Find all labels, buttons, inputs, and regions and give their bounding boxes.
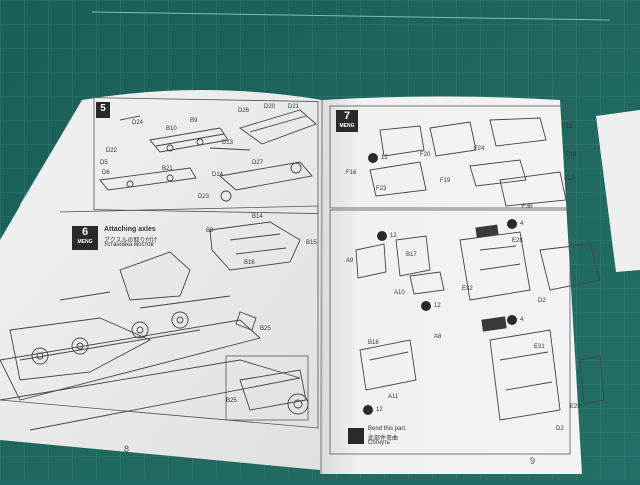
spine	[320, 99, 323, 475]
part-label: E31	[534, 344, 545, 350]
step6-brand: MENG	[77, 239, 93, 245]
bend-caption: Bend this part.	[368, 426, 407, 432]
right-page	[320, 96, 582, 474]
step7-number: 7	[343, 110, 351, 122]
step7-badge	[336, 110, 358, 132]
part-label: F36	[522, 204, 533, 210]
bend-caption-jp: 此部件弯曲	[368, 436, 399, 442]
bend-caption-ru: Согнуть	[368, 440, 391, 446]
part-label: D5	[100, 160, 108, 166]
qty-label: 12	[434, 303, 441, 309]
bend-icon	[348, 428, 364, 444]
part-label: B17	[406, 252, 417, 258]
qty-label: 4	[520, 221, 524, 227]
part-label: B25	[260, 326, 271, 332]
part-label: A8	[434, 334, 442, 340]
step5-badge	[96, 102, 110, 118]
step6-badge	[72, 226, 98, 250]
part-label: B8	[206, 228, 214, 234]
part-label: D27	[252, 160, 264, 166]
part-label: D2	[556, 426, 564, 432]
part-label: D23	[198, 194, 210, 200]
step6-title-jp: アクスルの取り付け	[104, 238, 158, 244]
part-label: D6	[102, 170, 110, 176]
part-label: F16	[346, 170, 357, 176]
part-label: E29	[570, 404, 581, 410]
qty-label: 4	[520, 317, 524, 323]
part-label: D21	[288, 104, 300, 110]
part-label: D24	[132, 120, 144, 126]
part-label: F24	[474, 146, 485, 152]
part-label: F19	[440, 178, 451, 184]
part-label: E32	[462, 286, 473, 292]
part-label: D22	[106, 148, 118, 154]
part-label: B21	[162, 166, 173, 172]
step6-title-ru: Установка мостов	[104, 242, 154, 248]
part-label: D14	[212, 172, 224, 178]
part-label: B25	[226, 398, 237, 404]
part-label: E28	[512, 238, 523, 244]
part-label: B16	[244, 260, 255, 266]
qty-label: 12	[381, 155, 388, 161]
qty-label: 12	[390, 233, 397, 239]
part-label: F23	[376, 186, 387, 192]
step7-brand: MENG	[339, 123, 355, 129]
qty-label: 12	[376, 407, 383, 413]
step7-drawing	[355, 117, 605, 421]
step5-number: 5	[100, 103, 106, 114]
left-page-number: 8	[124, 444, 130, 454]
part-label: A10	[394, 290, 405, 296]
part-label: D20	[264, 104, 276, 110]
part-label: B18	[368, 340, 379, 346]
part-label: B10	[166, 126, 177, 132]
part-label: F17	[564, 176, 575, 182]
part-label: F18	[566, 152, 577, 158]
step6-number: 6	[81, 226, 89, 238]
part-label: F15	[562, 124, 573, 130]
third-sheet	[596, 110, 640, 272]
step6-title: Attaching axles	[104, 226, 156, 233]
part-label: A11	[388, 394, 399, 400]
part-label: B9	[190, 118, 198, 124]
part-label: D26	[238, 108, 250, 114]
part-label: A9	[346, 258, 354, 264]
part-label: D13	[222, 140, 234, 146]
step6-drawing	[0, 221, 309, 431]
right-page-number: 9	[530, 456, 536, 466]
part-label: F20	[420, 152, 431, 158]
part-label: B15	[306, 240, 317, 246]
part-label: B14	[252, 214, 263, 220]
step5-drawing	[99, 109, 317, 202]
part-label: D2	[538, 298, 546, 304]
